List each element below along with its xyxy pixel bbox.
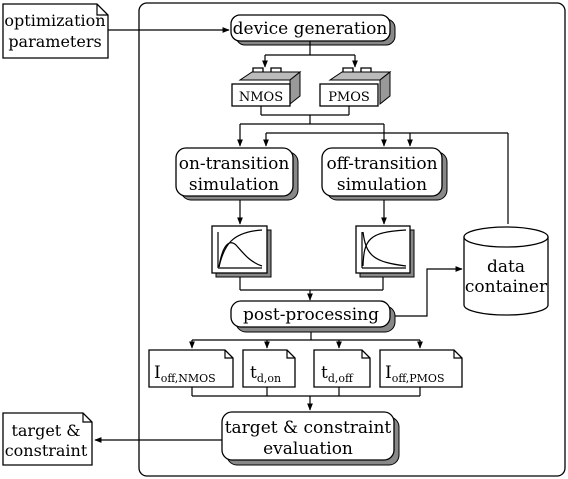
ioff-pmos-main: I: [385, 363, 392, 383]
nmos-device: NMOS: [231, 67, 302, 107]
nmos-label: NMOS: [239, 90, 283, 105]
arrow-post-to-container: [395, 266, 463, 317]
device-generation-box: device generation: [230, 14, 396, 46]
output-td-on-doc: td,on: [242, 349, 296, 388]
output-td-off-doc: td,off: [313, 349, 371, 388]
off-transition-label-1: off-transition: [326, 154, 437, 174]
td-off-main: t: [321, 363, 328, 383]
data-container-label-2: container: [465, 277, 548, 297]
post-processing-label: post-processing: [243, 305, 379, 325]
ioff-nmos-main: I: [154, 363, 161, 383]
on-transition-simulation-box: on-transition simulation: [175, 147, 299, 201]
off-transition-label-2: simulation: [337, 175, 427, 195]
evaluation-label-1: target & constraint: [225, 418, 392, 438]
post-processing-box: post-processing: [230, 300, 396, 333]
target-label-1: target &: [11, 421, 80, 440]
td-on-main: t: [250, 363, 257, 383]
td-on-sub: d,on: [257, 372, 281, 385]
off-transition-simulation-box: off-transition simulation: [321, 147, 448, 201]
ioff-nmos-sub: off,NMOS: [161, 372, 216, 385]
device-generation-label: device generation: [233, 19, 388, 39]
svg-text:td,on: td,on: [250, 363, 281, 385]
data-container-cylinder: data container: [463, 226, 549, 316]
off-waveform-plot: [355, 225, 415, 278]
td-off-sub: d,off: [328, 372, 354, 385]
evaluation-label-2: evaluation: [263, 439, 353, 459]
on-transition-label-1: on-transition: [179, 154, 290, 174]
pmos-label: PMOS: [328, 90, 370, 105]
target-constraint-doc: target & constraint: [2, 412, 93, 466]
pmos-device: PMOS: [319, 67, 392, 107]
optimization-parameters-doc: optimization parameters: [2, 3, 109, 59]
output-ioff-nmos-doc: Ioff,NMOS: [148, 349, 234, 388]
on-waveform-plot: [211, 225, 272, 278]
ioff-pmos-sub: off,PMOS: [392, 372, 445, 385]
optimization-label-1: optimization: [4, 11, 105, 30]
data-container-label-1: data: [487, 257, 525, 277]
svg-text:Ioff,NMOS: Ioff,NMOS: [154, 363, 216, 385]
on-transition-label-2: simulation: [189, 175, 279, 195]
svg-text:td,off: td,off: [321, 363, 354, 385]
optimization-label-2: parameters: [8, 32, 101, 51]
main-frame: [138, 2, 566, 477]
target-label-2: constraint: [5, 441, 88, 460]
svg-text:Ioff,PMOS: Ioff,PMOS: [385, 363, 444, 385]
output-ioff-pmos-doc: Ioff,PMOS: [379, 349, 463, 388]
evaluation-box: target & constraint evaluation: [221, 411, 400, 466]
